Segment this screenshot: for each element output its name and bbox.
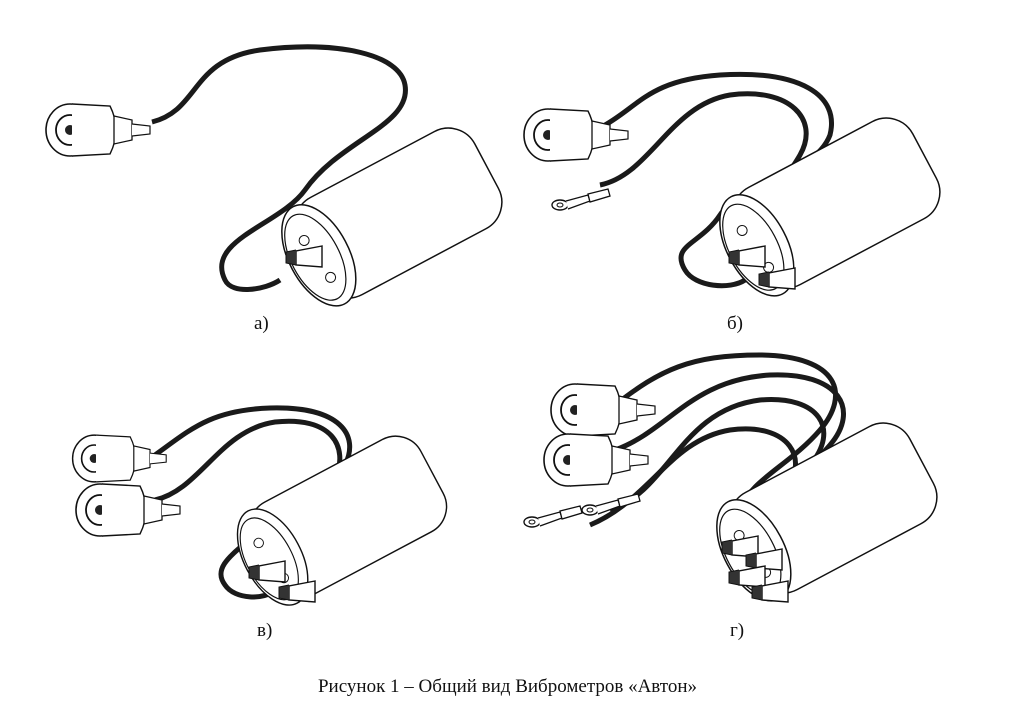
figure-panel-a <box>40 40 514 319</box>
sensor-icon <box>523 108 629 162</box>
figure-panel-b <box>510 65 980 309</box>
cable-lug-icon <box>551 188 611 211</box>
panel-label-a: а) <box>254 313 269 334</box>
vibrometer-drawing-c <box>71 405 458 618</box>
sensor-icon <box>75 483 181 537</box>
cable-lug-icon <box>523 505 583 528</box>
sensor-icon <box>550 383 656 437</box>
figure-panel-c <box>60 400 480 618</box>
vibrometer-drawing-a <box>45 44 514 319</box>
panel-label-c: в) <box>257 620 273 641</box>
figure-panel-d <box>520 350 980 614</box>
cable <box>151 44 408 292</box>
sensor-icon <box>71 434 168 483</box>
vibrometer-drawing-d <box>523 352 949 614</box>
panel-label-d: г) <box>730 620 745 641</box>
panel-label-b: б) <box>727 313 743 334</box>
vibrometer-body <box>265 116 514 319</box>
sensor-icon <box>45 103 151 157</box>
vibrometer-drawing-b <box>523 71 952 309</box>
figure-caption: Рисунок 1 – Общий вид Виброметров «Автон… <box>317 676 698 697</box>
